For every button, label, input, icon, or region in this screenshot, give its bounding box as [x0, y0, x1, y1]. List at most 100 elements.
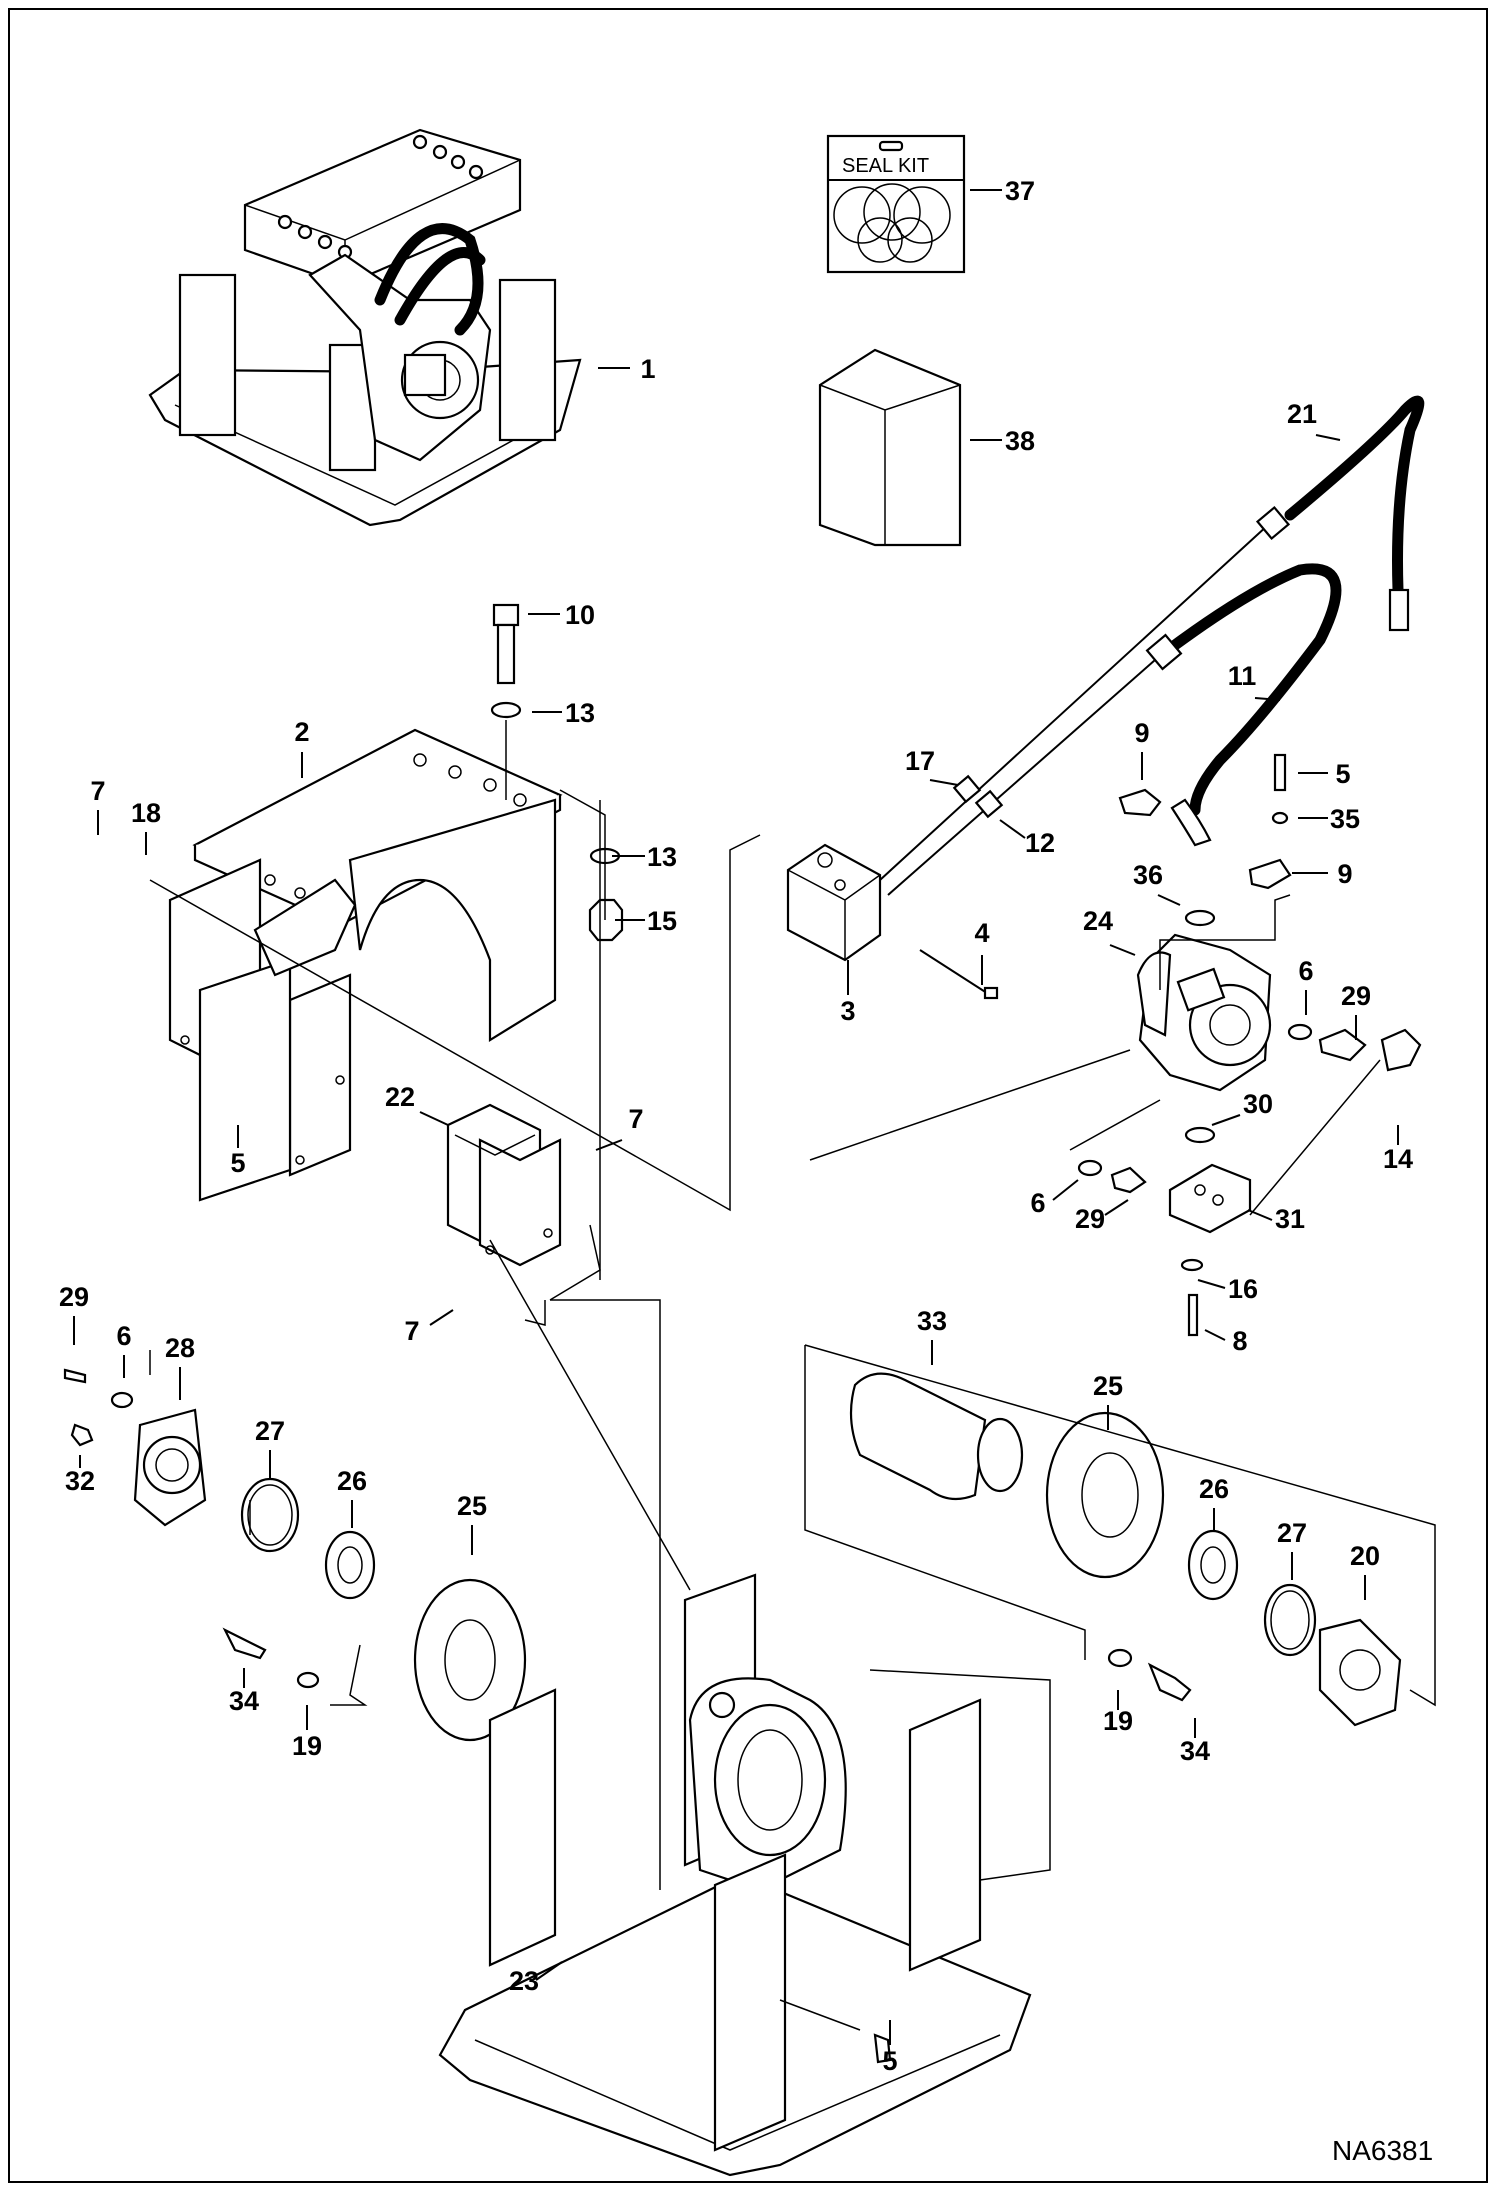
callout-c11: 11: [1228, 661, 1281, 701]
callout-c12: 12: [999, 819, 1055, 858]
callout-leader: [429, 1309, 454, 1326]
part-number-label: 34: [229, 1686, 259, 1716]
upper-frame-bracket: [168, 728, 563, 1202]
callout-c24: 24: [1083, 906, 1136, 956]
part-number-label: 27: [1277, 1518, 1307, 1548]
part-number-label: 21: [1287, 399, 1317, 429]
callout-c29a: 29: [1341, 981, 1371, 1040]
part-number-label: 19: [1103, 1706, 1133, 1736]
callout-c21: 21: [1287, 399, 1341, 441]
callout-c7c: 7: [404, 1309, 454, 1346]
callout-c27b: 27: [255, 1416, 285, 1478]
callout-leader: [1247, 1209, 1273, 1221]
callout-leader: [929, 779, 959, 786]
part-number-label: 22: [385, 1082, 415, 1112]
part-number-label: 6: [1030, 1188, 1045, 1218]
callout-c31: 31: [1247, 1204, 1305, 1234]
part-number-label: 36: [1133, 860, 1163, 890]
callout-leader: [1109, 944, 1136, 956]
part-number-label: 12: [1025, 828, 1055, 858]
callout-leader: [419, 1111, 449, 1126]
callout-c8: 8: [1204, 1326, 1248, 1356]
callout-c34b: 34: [229, 1668, 259, 1716]
part-number-label: 6: [116, 1321, 131, 1351]
part-number-label: 32: [65, 1466, 95, 1496]
callout-leader: [1157, 894, 1181, 906]
callout-c5a: 5: [1298, 759, 1351, 789]
part-number-label: 10: [565, 600, 595, 630]
callout-c19a: 19: [1103, 1690, 1133, 1736]
hose-assemblies: [879, 395, 1425, 896]
part-number-label: 20: [1350, 1541, 1380, 1571]
callout-leader: [1052, 1179, 1079, 1201]
part-number-label: 6: [1298, 956, 1313, 986]
callout-leader: [1104, 1199, 1129, 1216]
callout-c35: 35: [1298, 804, 1360, 834]
part-number-label: 29: [59, 1282, 89, 1312]
part-number-label: 30: [1243, 1089, 1273, 1119]
part-number-label: 15: [647, 906, 677, 936]
callout-c7b: 7: [595, 1104, 644, 1151]
part-number-label: 38: [1005, 426, 1035, 456]
seal-kit-bag: SEAL KIT: [826, 134, 966, 274]
callout-c27a: 27: [1277, 1518, 1307, 1580]
part-number-label: 11: [1228, 661, 1257, 691]
part-number-label: 31: [1275, 1204, 1305, 1234]
part-number-label: 13: [565, 698, 595, 728]
callout-c13b: 13: [612, 842, 677, 872]
part-number-label: 17: [905, 746, 935, 776]
callout-c9b: 9: [1292, 859, 1353, 889]
callout-c7a: 7: [90, 776, 106, 835]
callout-c37: 37: [970, 176, 1035, 206]
callout-c5b: 5: [230, 1125, 246, 1178]
part-number-label: 18: [131, 798, 161, 828]
part-number-label: 13: [647, 842, 677, 872]
callout-leader: [595, 1139, 623, 1151]
callout-leader: [1204, 1329, 1226, 1341]
seal-kit-label: SEAL KIT: [842, 155, 929, 177]
box-item: [818, 348, 962, 547]
callout-c13a: 13: [532, 698, 595, 728]
callout-c17: 17: [905, 746, 959, 786]
callout-leader: [1197, 1279, 1226, 1289]
callout-c15: 15: [615, 906, 677, 936]
callout-c25a: 25: [1093, 1371, 1123, 1430]
hydraulic-motor: [809, 753, 1422, 1337]
part-number-label: 1: [640, 354, 655, 384]
part-number-label: 9: [1134, 718, 1149, 748]
callout-c6b: 6: [1030, 1179, 1079, 1218]
callout-c1: 1: [598, 354, 656, 384]
part-number-label: 26: [337, 1466, 367, 1496]
part-number-label: 24: [1083, 906, 1113, 936]
part-number-label: 37: [1005, 176, 1035, 206]
left-bearing-stack: [63, 1368, 527, 1742]
top-fasteners: [490, 603, 624, 942]
part-number-label: 9: [1337, 859, 1352, 889]
callout-c10: 10: [528, 600, 595, 630]
part-number-label: 33: [917, 1306, 947, 1336]
part-number-label: 34: [1180, 1736, 1210, 1766]
callout-c25b: 25: [457, 1491, 487, 1555]
part-number-label: 29: [1075, 1204, 1105, 1234]
callout-c36: 36: [1133, 860, 1181, 906]
callout-leader: [1211, 1114, 1241, 1126]
callout-c26a: 26: [1199, 1474, 1229, 1530]
callout-c29c: 29: [59, 1282, 89, 1345]
callout-c5c: 5: [882, 2020, 898, 2076]
part-number-label: 19: [292, 1731, 322, 1761]
callout-c14: 14: [1383, 1125, 1413, 1174]
callout-c28: 28: [165, 1333, 195, 1400]
callout-c32: 32: [65, 1455, 95, 1496]
callout-leader: [1315, 434, 1341, 441]
callout-c23: 23: [509, 1961, 563, 1996]
callout-c20: 20: [1350, 1541, 1380, 1600]
assembled-compactor-drawing: [148, 128, 582, 527]
callout-c30: 30: [1211, 1089, 1273, 1126]
part-number-label: 2: [294, 717, 309, 747]
callout-c19b: 19: [292, 1705, 322, 1761]
part-number-label: 7: [628, 1104, 643, 1134]
part-number-label: 5: [1335, 759, 1350, 789]
callout-c33: 33: [917, 1306, 947, 1365]
callout-c26b: 26: [337, 1466, 367, 1528]
